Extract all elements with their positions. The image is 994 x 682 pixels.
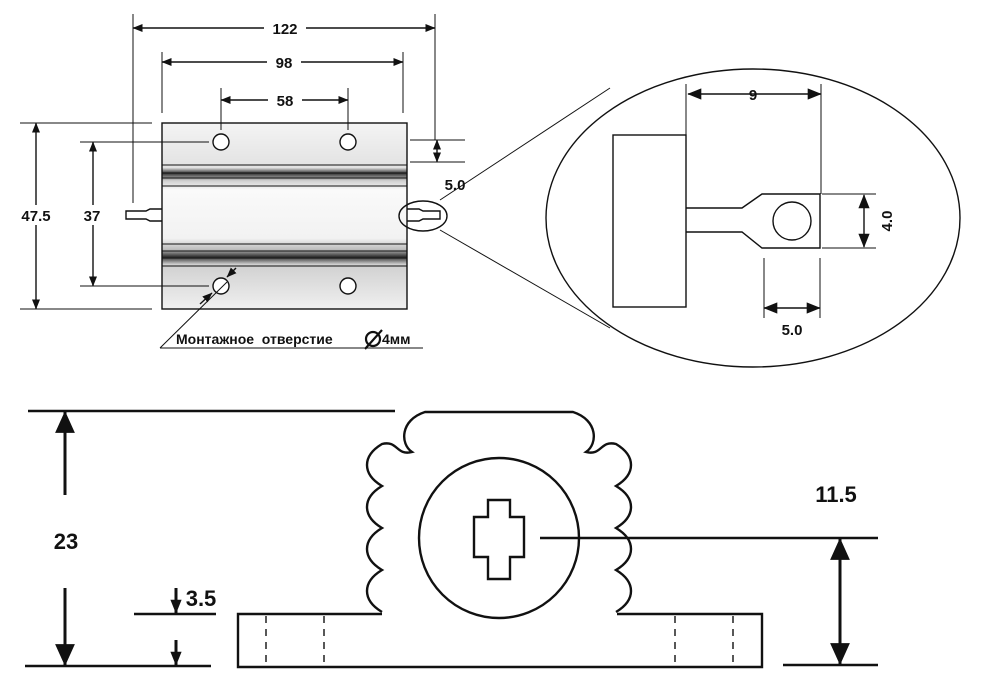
mounting-hole-bottom-left <box>212 277 230 295</box>
mounting-hole-top-right <box>339 133 357 151</box>
dim-terminal-width: 5.0 <box>782 322 803 339</box>
dim-terminal-length: 9 <box>749 87 757 104</box>
detail-body-section <box>612 134 687 308</box>
dim-inner-hole-span: 58 <box>277 93 294 110</box>
terminal-left <box>125 208 162 222</box>
mounting-hole-top-left <box>212 133 230 151</box>
heatsink-base <box>236 612 764 669</box>
resistor-element-cross <box>472 498 526 581</box>
heatsink-profile <box>365 410 633 614</box>
section-view: 23 3.5 11.5 <box>25 409 878 669</box>
diameter-icon <box>364 329 383 350</box>
detail-view-ellipse <box>545 68 961 368</box>
dim-hole-span: 98 <box>276 55 293 72</box>
mounting-hole-diameter: 4мм <box>382 331 411 347</box>
mounting-hole-bottom-right <box>339 277 357 295</box>
terminal-right <box>407 208 441 222</box>
detail-terminal <box>686 193 821 249</box>
dim-base-height: 3.5 <box>186 586 217 611</box>
detail-terminal-hole <box>772 201 812 241</box>
dim-total-height: 23 <box>54 529 78 554</box>
resistor-body <box>161 122 408 310</box>
detail-callout-ellipse <box>398 200 448 232</box>
dim-overall-width: 122 <box>272 21 297 38</box>
mounting-hole-label: Монтажное отверстие <box>176 331 333 347</box>
top-view: 122 98 58 47.5 37 5.0 Монтажное отверсти… <box>16 14 466 350</box>
dim-hole-offset: 5.0 <box>445 177 466 194</box>
dim-hole-vertical-span: 37 <box>84 208 101 225</box>
dim-center-height: 11.5 <box>815 482 857 507</box>
detail-view: 9 4.0 5.0 <box>439 68 961 368</box>
dim-overall-height: 47.5 <box>21 208 50 225</box>
dim-terminal-height: 4.0 <box>879 211 896 232</box>
